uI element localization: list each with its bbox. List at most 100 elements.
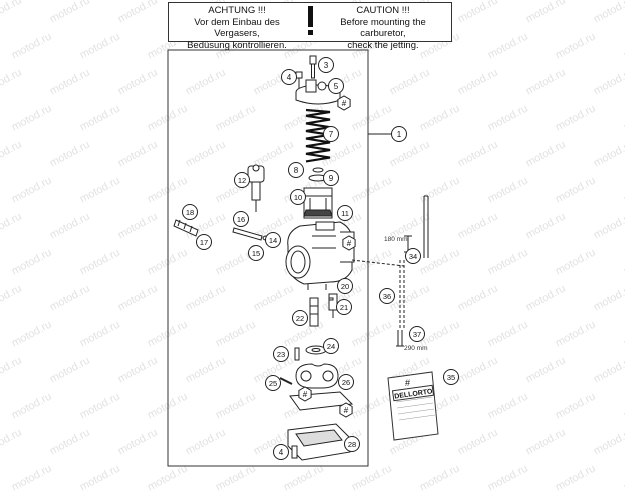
callout-marker [273, 444, 289, 460]
callout-hash-25: # [298, 386, 312, 402]
callout-9: 9 [323, 170, 339, 186]
callout-20: 20 [337, 278, 353, 294]
callout-hash-4: # [337, 95, 351, 111]
screw-4-bottom [291, 445, 298, 459]
callout-text: 4 [279, 448, 284, 457]
callout-marker [273, 346, 289, 362]
washer-24 [305, 345, 327, 355]
callout-marker [265, 232, 281, 248]
jet-kit-packet [387, 371, 439, 441]
callout-marker [298, 386, 312, 402]
caution-german-title: ACHTUNG !!! [208, 5, 266, 16]
callout-marker [337, 205, 353, 221]
measure-label-bottom: 290 mm [404, 345, 428, 352]
callout-text: 22 [296, 314, 304, 323]
callout-marker [379, 288, 395, 304]
caution-german-line-2: Bedüsung kontrollieren. [187, 39, 287, 51]
carburetor-body [285, 221, 355, 290]
callout-marker [248, 245, 264, 261]
callout-34: 34 [405, 248, 421, 264]
callout-14: 14 [265, 232, 281, 248]
callout-text: 4 [287, 73, 292, 82]
callout-4: 4 [281, 69, 297, 85]
callout-text: 25 [269, 379, 277, 388]
callout-text: 7 [329, 130, 334, 139]
callout-text: 24 [327, 342, 335, 351]
callout-18: 18 [182, 204, 198, 220]
callout-marker [342, 235, 356, 251]
vent-tube [423, 195, 429, 258]
callout-10: 10 [290, 189, 306, 205]
caution-german-line-1: Vor dem Einbau des Vergasers, [194, 16, 280, 40]
callout-marker [265, 375, 281, 391]
callout-16: 16 [233, 211, 249, 227]
callout-28: 28 [344, 436, 360, 452]
needle-clip [312, 167, 324, 173]
callout-hash-16: # [342, 235, 356, 251]
callout-text: # [347, 239, 352, 248]
caution-german: ACHTUNG !!! Vor dem Einbau des Vergasers… [173, 5, 301, 51]
callout-3: 3 [318, 57, 334, 73]
callout-text: 1 [397, 130, 402, 139]
callout-marker [182, 204, 198, 220]
callout-text: 17 [200, 238, 208, 247]
callout-marker [281, 69, 297, 85]
callout-7: 7 [323, 126, 339, 142]
callout-26: 26 [338, 374, 354, 390]
callout-marker [196, 234, 212, 250]
callout-marker [290, 189, 306, 205]
callout-15: 15 [248, 245, 264, 261]
measure-label-top: 180 mm [384, 236, 408, 243]
callout-text: # [344, 406, 349, 415]
callout-5: 5 [328, 78, 344, 94]
screw-3 [309, 55, 317, 79]
caution-english: CAUTION !!! Before mounting the carburet… [319, 5, 447, 51]
float-pin [279, 377, 293, 385]
exclamation-icon [304, 6, 316, 35]
caution-english-title: CAUTION !!! [356, 5, 410, 16]
callout-25: 25 [265, 375, 281, 391]
callout-text: 16 [237, 215, 245, 224]
float-bowl [287, 423, 351, 461]
callout-4: 4 [273, 444, 289, 460]
float-assembly [295, 363, 339, 389]
callout-text: 35 [447, 373, 455, 382]
callout-text: 12 [238, 176, 246, 185]
caution-english-line-2: check the jetting. [347, 39, 419, 51]
callout-hash-24: # [339, 402, 353, 418]
caution-box: ACHTUNG !!! Vor dem Einbau des Vergasers… [168, 2, 452, 51]
callout-text: 10 [294, 193, 302, 202]
callout-22: 22 [292, 310, 308, 326]
small-screw-23 [294, 347, 300, 361]
callout-text: 8 [294, 166, 299, 175]
callout-text: # [342, 99, 347, 108]
callout-1: 1 [391, 126, 407, 142]
callout-36: 36 [379, 288, 395, 304]
callout-24: 24 [323, 338, 339, 354]
callout-17: 17 [196, 234, 212, 250]
callout-marker [288, 162, 304, 178]
callout-marker [391, 126, 407, 142]
callout-marker [443, 369, 459, 385]
callout-text: 34 [409, 252, 417, 261]
exploded-view-drawing: # DELLORTO 1345#7891011121415161718#2021… [167, 49, 459, 467]
callout-8: 8 [288, 162, 304, 178]
callout-marker [409, 326, 425, 342]
callout-11: 11 [337, 205, 353, 221]
callout-marker [323, 338, 339, 354]
choke-plunger [247, 164, 265, 212]
air-screw [173, 219, 199, 237]
callout-marker [318, 57, 334, 73]
callout-marker [344, 436, 360, 452]
callout-marker [405, 248, 421, 264]
callout-text: 26 [342, 378, 350, 387]
needle-jet [328, 297, 334, 301]
callout-text: 23 [277, 350, 285, 359]
callout-marker [233, 211, 249, 227]
callout-text: 37 [413, 330, 421, 339]
vent-hose-lines [351, 259, 405, 330]
callout-marker [323, 126, 339, 142]
callout-text: 14 [269, 236, 277, 245]
pilot-jet [309, 297, 319, 327]
